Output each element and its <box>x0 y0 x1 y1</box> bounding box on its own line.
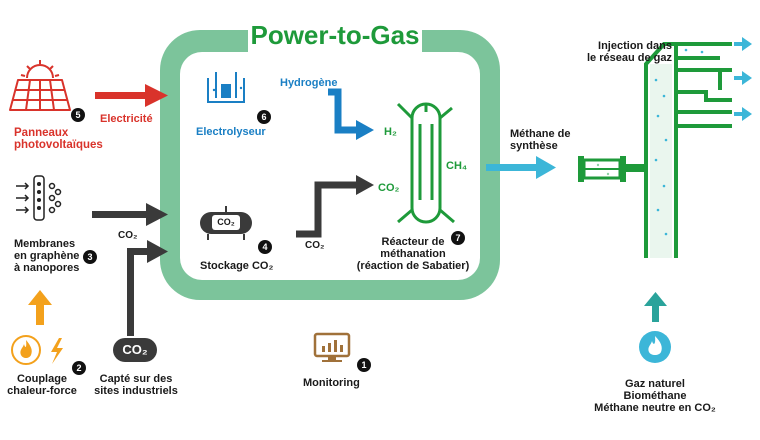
electrolyser-icon <box>207 72 245 103</box>
co2-industrial-arrow <box>127 240 168 336</box>
step-badge-3: 3 <box>83 250 97 264</box>
h2-label: H₂ <box>384 126 397 138</box>
solar-panel-icon <box>9 60 71 111</box>
co2-reactor-label: CO₂ <box>378 182 400 194</box>
gas-network-icon <box>644 42 732 258</box>
co2-membrane-label: CO₂ <box>118 230 138 241</box>
electricity-label: Electricité <box>100 113 153 125</box>
step-badge-5: 5 <box>71 108 85 122</box>
heat-power-arrow <box>28 290 52 325</box>
step-badge-1: 1 <box>357 358 371 372</box>
electrolyser-label: Electrolyseur <box>196 126 266 138</box>
step-badge-4: 4 <box>258 240 272 254</box>
lightning-icon <box>51 338 63 364</box>
co2-storage-out-label: CO₂ <box>305 240 325 251</box>
methane-arrow <box>486 156 556 179</box>
flame-icon <box>11 335 41 365</box>
gas-flame-icon <box>639 331 671 363</box>
reactor-icon <box>396 102 455 224</box>
electricity-arrow <box>95 84 168 107</box>
membrane-filter-icon <box>16 175 62 221</box>
co2-membrane-arrow <box>92 203 168 226</box>
step-badge-6: 6 <box>257 110 271 124</box>
pipeline-icon <box>578 156 648 182</box>
diagram-title: Power-to-Gas <box>248 18 422 52</box>
co2-badge-label: CO₂ <box>122 342 148 357</box>
hydrogen-arrow <box>328 88 374 140</box>
monitoring-label: Monitoring <box>303 377 360 389</box>
co2-badge <box>113 338 157 362</box>
step-badge-7: 7 <box>451 231 465 245</box>
co2-reactor-arrow <box>296 175 374 238</box>
step-badge-2: 2 <box>72 361 86 375</box>
hydrogen-label: Hydrogène <box>280 77 338 89</box>
tank-co2-label: CO₂ <box>217 217 235 227</box>
monitor-icon <box>313 332 351 362</box>
storage-tank-icon <box>200 206 252 240</box>
injection-arrows <box>734 37 752 121</box>
ch4-label: CH₄ <box>446 160 468 172</box>
natural-gas-arrow <box>644 292 667 322</box>
storage-label: Stockage CO₂ <box>200 260 274 272</box>
